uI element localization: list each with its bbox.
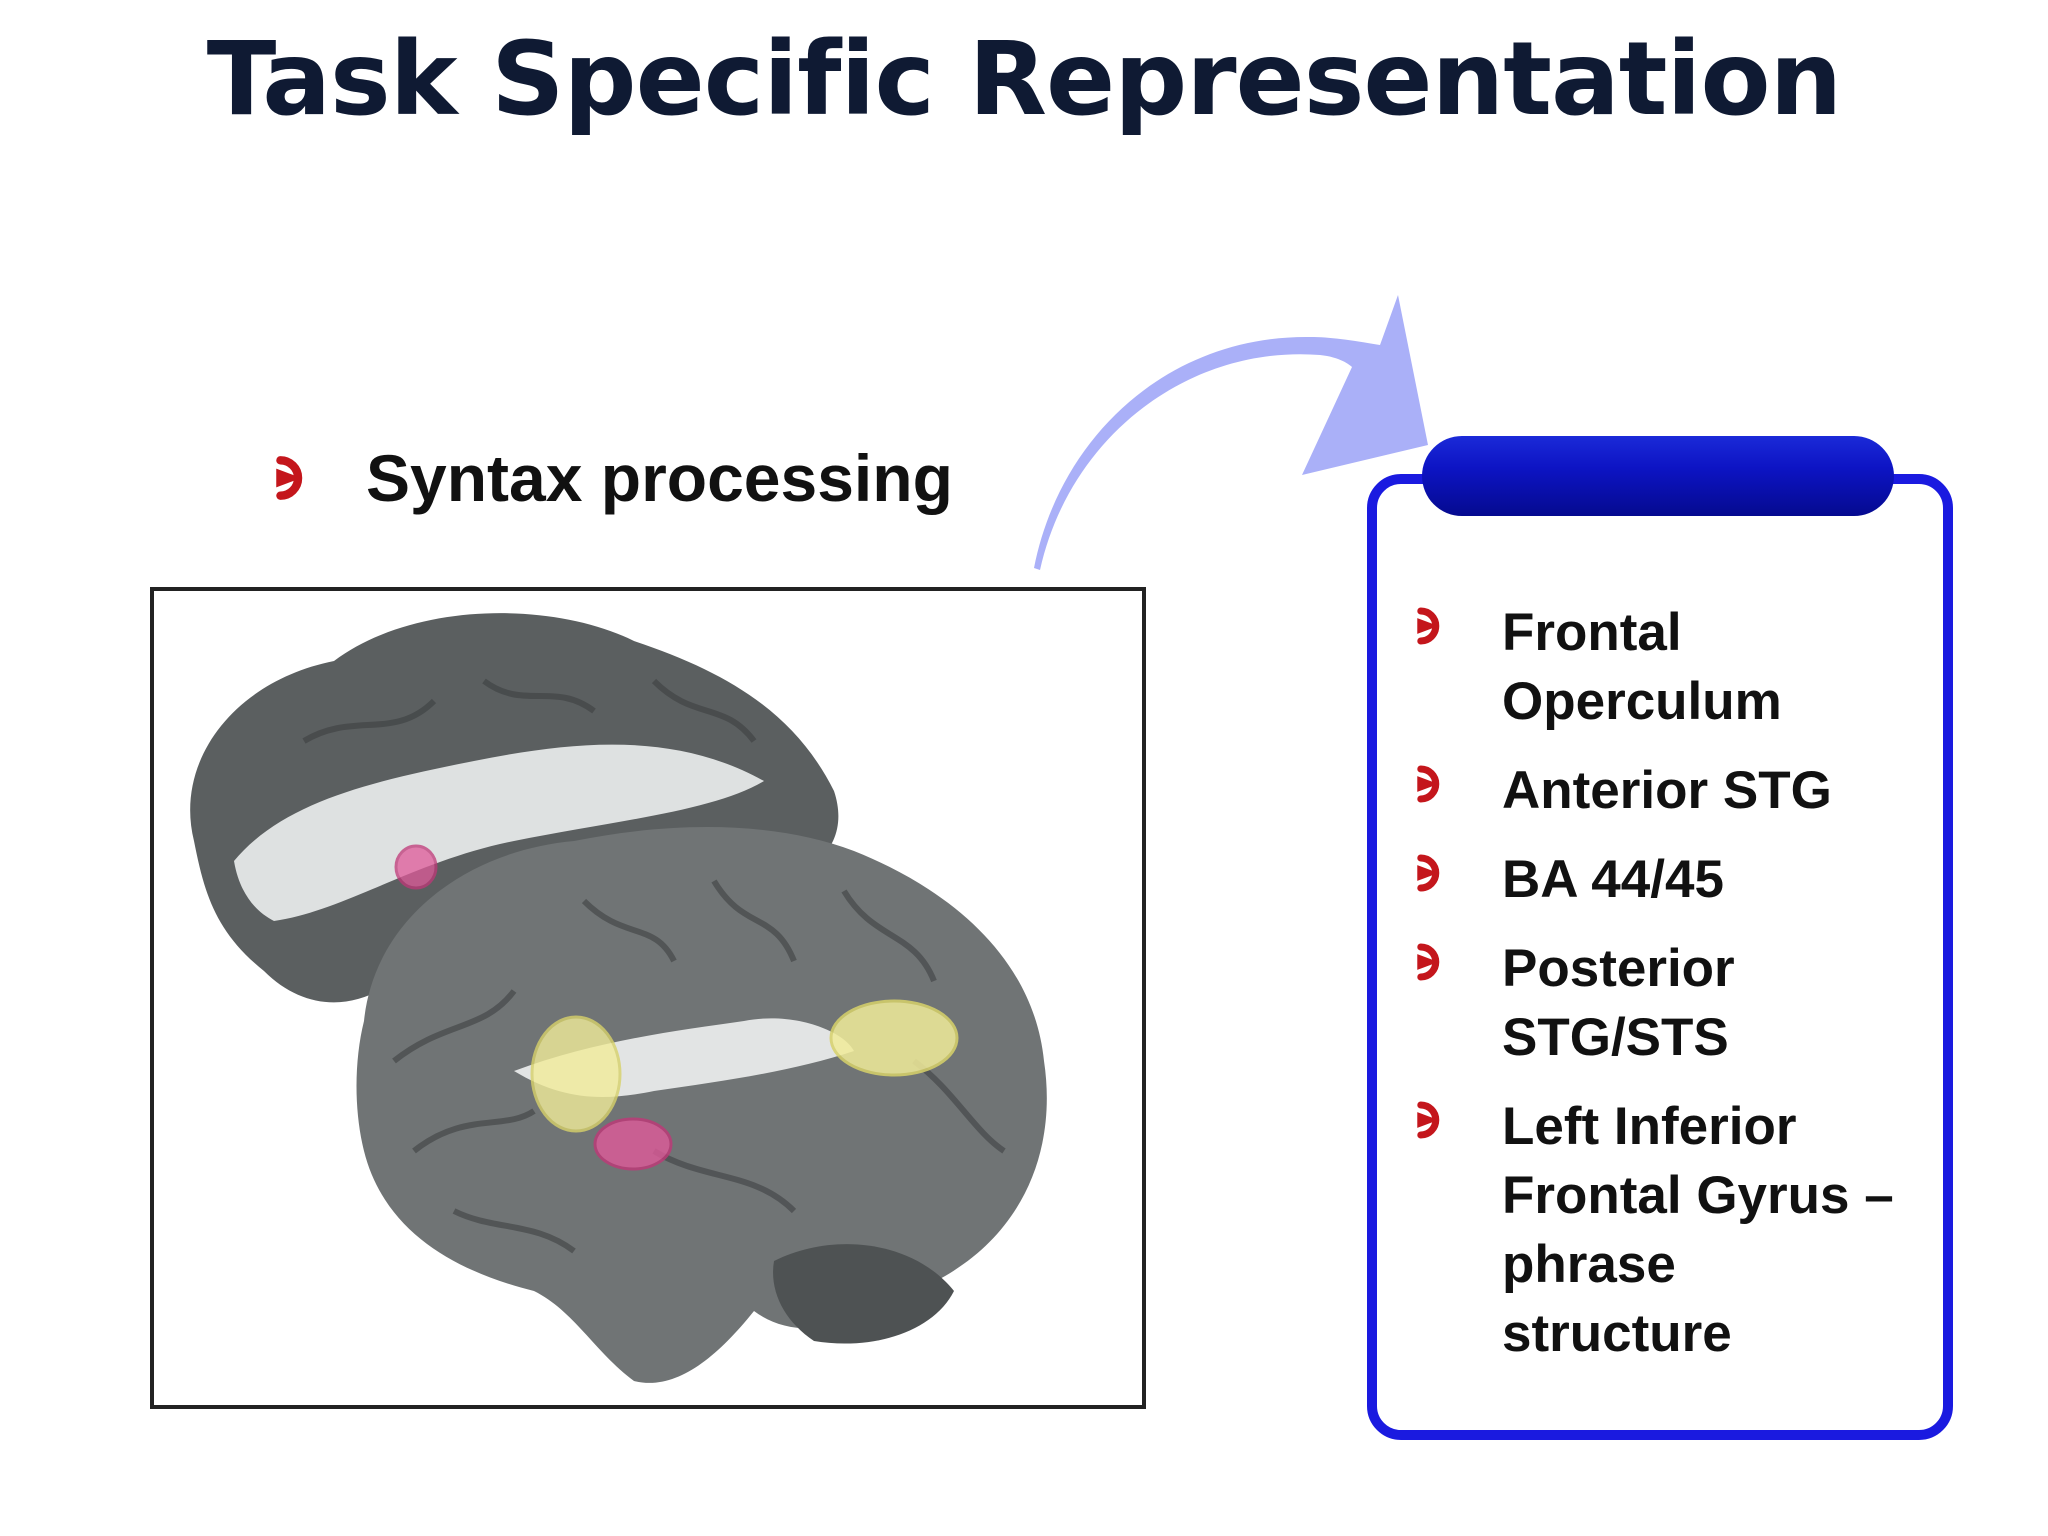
red-curved-arrow-icon <box>1412 762 1456 806</box>
red-curved-arrow-icon <box>1412 851 1456 895</box>
regions-panel <box>1367 474 1953 1440</box>
list-item-text: Frontal Operculum <box>1502 603 1782 731</box>
highlight-temporal-yellow <box>829 999 959 1077</box>
list-item: Frontal Operculum <box>1412 598 1952 736</box>
regions-list: Frontal Operculum Anterior STG BA 44/45 … <box>1412 598 1952 1388</box>
list-item: Left Inferior Frontal Gyrus – phrase str… <box>1412 1092 1952 1368</box>
red-curved-arrow-icon <box>1412 604 1456 648</box>
red-curved-arrow-icon <box>1412 940 1456 984</box>
highlight-medial-pink <box>394 844 438 890</box>
list-item: Posterior STG/STS <box>1412 934 1952 1072</box>
lead-bullet-item: Syntax processing <box>270 440 953 516</box>
panel-header-bar <box>1422 436 1894 516</box>
list-item-text: Posterior STG/STS <box>1502 939 1735 1067</box>
cerebellum <box>773 1244 954 1344</box>
lateral-hemisphere <box>356 827 1047 1383</box>
red-curved-arrow-icon <box>270 452 322 504</box>
medial-white-matter <box>234 744 764 921</box>
list-item-text: Anterior STG <box>1502 761 1832 820</box>
highlight-frontal-yellow <box>530 1015 622 1133</box>
list-item: Anterior STG <box>1412 756 1952 825</box>
brain-illustration <box>190 613 1047 1383</box>
highlight-frontal-pink <box>593 1117 673 1171</box>
curved-arrow-icon <box>1034 295 1428 570</box>
list-item-text: Left Inferior Frontal Gyrus – phrase str… <box>1502 1097 1894 1363</box>
red-curved-arrow-icon <box>1412 1098 1456 1142</box>
brain-figure <box>150 587 1146 1409</box>
lead-bullet-text: Syntax processing <box>366 441 953 515</box>
list-item: BA 44/45 <box>1412 845 1952 914</box>
sulci-lines <box>302 678 1006 1254</box>
list-item-text: BA 44/45 <box>1502 850 1724 909</box>
slide-title: Task Specific Representation <box>206 20 1842 139</box>
